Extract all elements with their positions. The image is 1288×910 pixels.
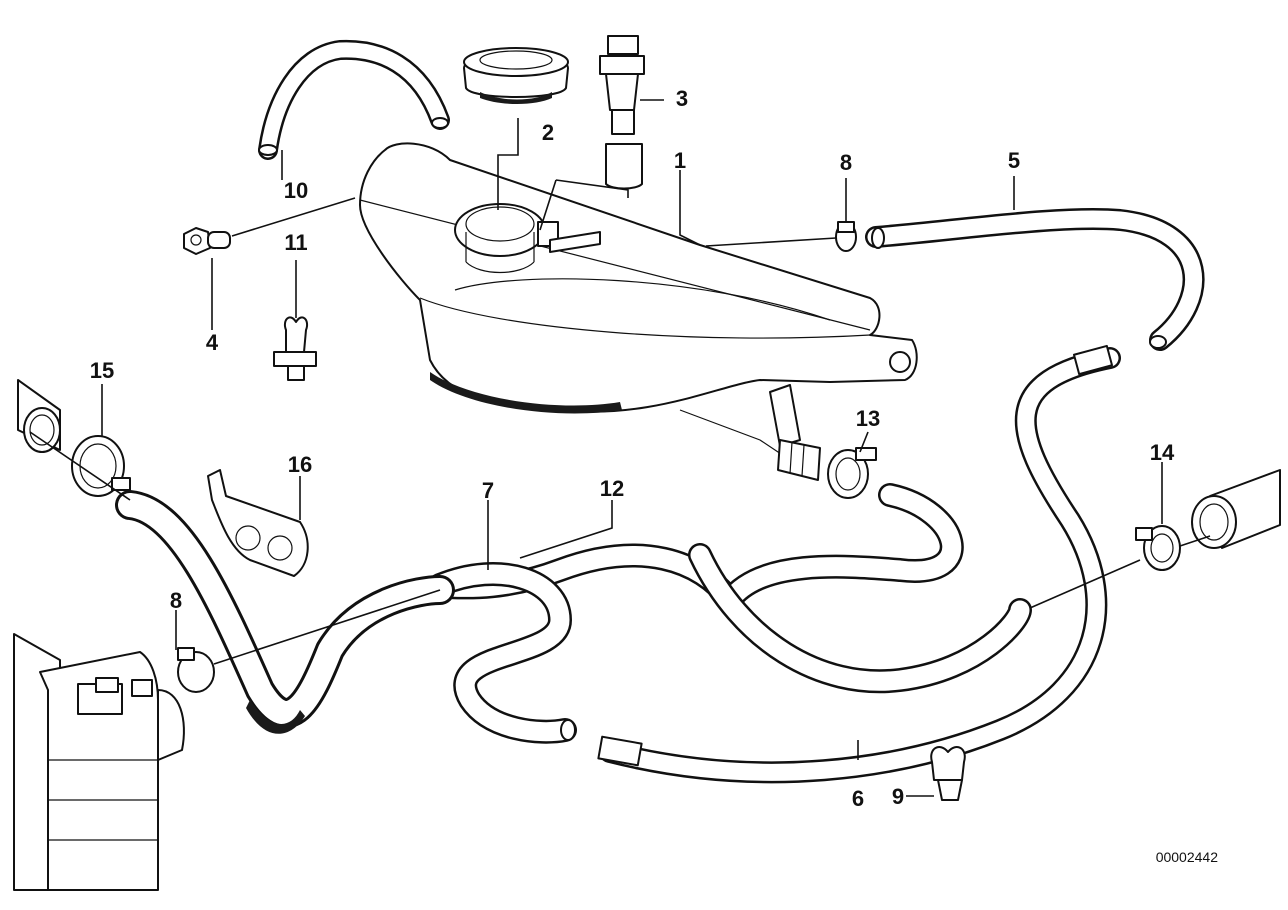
part-4-plug bbox=[183, 227, 231, 255]
part-8-clamp-lower bbox=[177, 647, 215, 693]
right-pipe-stub bbox=[1191, 469, 1281, 549]
part-6-hose bbox=[597, 344, 1121, 784]
part-1-expansion-tank bbox=[359, 142, 918, 461]
callout-2: 2 bbox=[542, 120, 554, 145]
callout-8-upper: 8 bbox=[840, 150, 852, 175]
radiator-partial bbox=[13, 633, 185, 891]
part-15-clamp bbox=[71, 435, 131, 497]
callout-16: 16 bbox=[288, 452, 312, 477]
part-5-hose bbox=[865, 208, 1205, 351]
leader-lines bbox=[29, 99, 1211, 797]
engine-outlet-pipe bbox=[17, 379, 61, 453]
callout-8-lower: 8 bbox=[170, 588, 182, 613]
part-3-level-sensor bbox=[599, 35, 645, 190]
callout-5: 5 bbox=[1008, 148, 1020, 173]
radiator-lower-hose bbox=[115, 490, 455, 734]
part-14-clamp bbox=[1135, 525, 1181, 571]
tank-outlet-stub bbox=[777, 439, 821, 481]
callout-3: 3 bbox=[676, 86, 688, 111]
callout-13: 13 bbox=[856, 406, 880, 431]
part-9-clip bbox=[930, 746, 966, 801]
part-8-clamp-upper bbox=[835, 221, 857, 252]
callout-15: 15 bbox=[90, 358, 114, 383]
callout-7: 7 bbox=[482, 478, 494, 503]
part-2-filler-cap bbox=[463, 47, 569, 104]
part-11-clip bbox=[273, 316, 317, 381]
part-16-bracket bbox=[207, 469, 309, 577]
callout-10: 10 bbox=[284, 178, 308, 203]
callout-6: 6 bbox=[852, 786, 864, 811]
callout-9: 9 bbox=[892, 784, 904, 809]
callout-1: 1 bbox=[674, 148, 686, 173]
document-number: 00002442 bbox=[1156, 849, 1219, 865]
callout-labels: 1 2 3 4 5 6 7 8 8 9 10 11 12 13 14 15 16 bbox=[90, 86, 1175, 811]
part-10-vent-hose bbox=[258, 39, 450, 160]
part-13-clamp bbox=[827, 447, 877, 499]
callout-11: 11 bbox=[284, 230, 307, 255]
callout-14: 14 bbox=[1150, 440, 1175, 465]
callout-12: 12 bbox=[600, 476, 624, 501]
callout-4: 4 bbox=[206, 330, 219, 355]
